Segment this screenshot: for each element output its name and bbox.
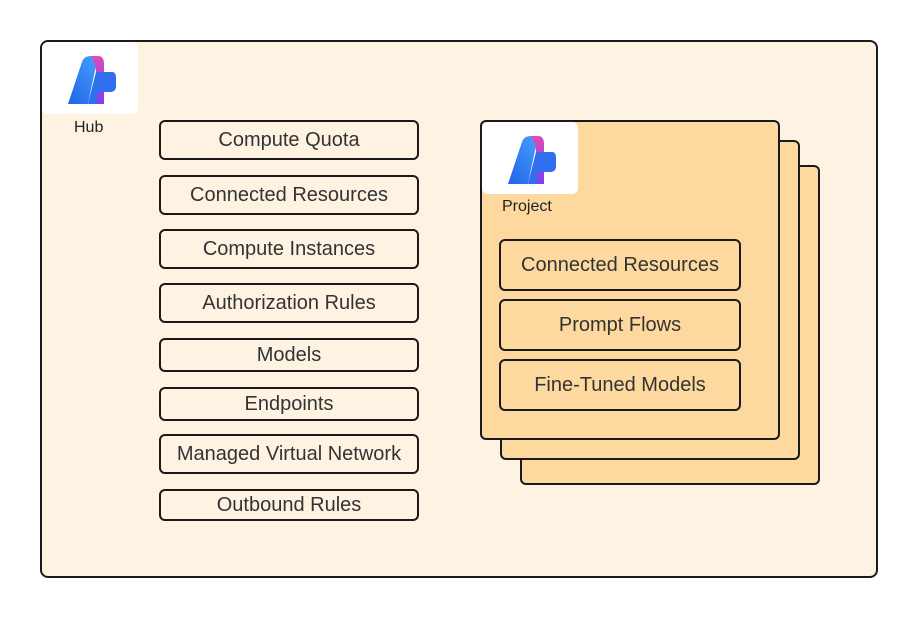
hub-item-endpoints: Endpoints [159, 387, 419, 421]
project-item-fine-tuned-models: Fine-Tuned Models [499, 359, 741, 411]
project-item-prompt-flows: Prompt Flows [499, 299, 741, 351]
azure-ai-logo-icon [68, 56, 116, 104]
hub-item-managed-virtual-network: Managed Virtual Network [159, 434, 419, 474]
hub-logo-tile [42, 42, 138, 114]
azure-ai-logo-icon [508, 136, 556, 184]
project-label: Project [502, 198, 552, 215]
hub-item-compute-instances: Compute Instances [159, 229, 419, 269]
project-logo-tile [482, 122, 578, 194]
hub-item-models: Models [159, 338, 419, 372]
hub-item-authorization-rules: Authorization Rules [159, 283, 419, 323]
hub-item-connected-resources: Connected Resources [159, 175, 419, 215]
hub-item-outbound-rules: Outbound Rules [159, 489, 419, 521]
hub-label: Hub [74, 119, 104, 136]
hub-item-compute-quota: Compute Quota [159, 120, 419, 160]
project-item-connected-resources: Connected Resources [499, 239, 741, 291]
